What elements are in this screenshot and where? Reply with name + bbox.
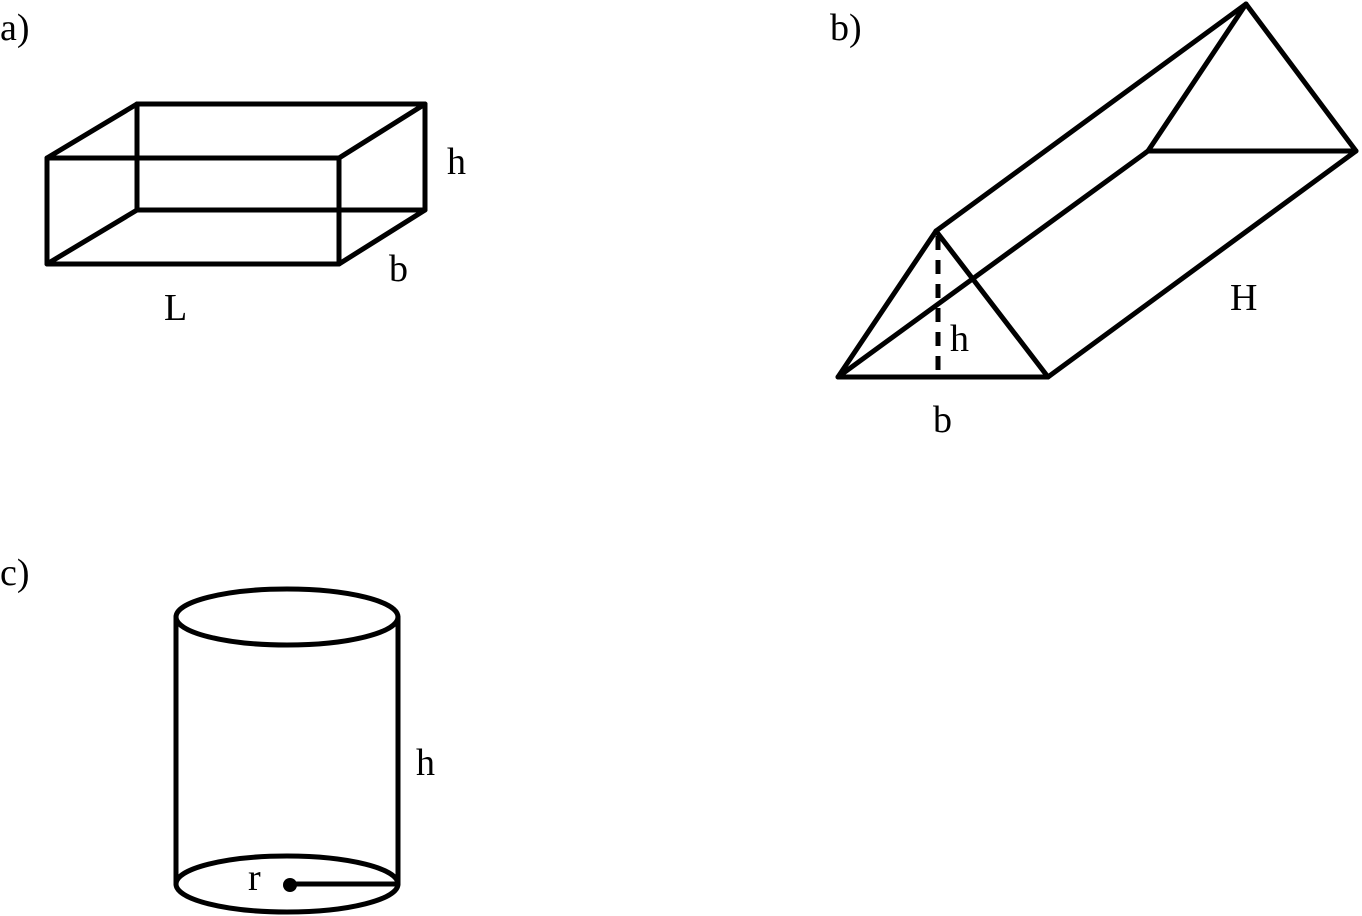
cylinder-center-dot: [283, 878, 297, 892]
figure-b-label: b): [830, 7, 862, 49]
prism-base-label: b: [933, 399, 952, 441]
box-figure: a) h b L: [0, 7, 466, 329]
box-edge-bottom-left: [44, 207, 140, 267]
box-width-label: b: [389, 248, 408, 290]
cylinder-top: [173, 586, 401, 648]
figure-a-label: a): [0, 7, 30, 49]
box-edge-bottom-right: [336, 207, 428, 267]
box-edge-top-left: [44, 101, 140, 161]
cylinder-figure: c) r h: [0, 552, 435, 915]
cylinder-height-label: h: [416, 742, 435, 784]
box-back-face: [134, 101, 428, 213]
cylinder-radius-label: r: [248, 857, 261, 899]
box-length-label: L: [164, 287, 187, 329]
prism-front-triangle: [835, 228, 1051, 380]
prism-edge-left: [835, 148, 1151, 380]
box-edge-top-right: [336, 101, 428, 161]
figure-c-label: c): [0, 552, 30, 594]
prism-edge-apex: [933, 1, 1249, 234]
prism-height-label: h: [950, 318, 969, 360]
prism-edge-right: [1045, 148, 1359, 380]
prism-back-triangle: [1145, 1, 1359, 154]
box-height-label: h: [447, 141, 466, 183]
prism-figure: b) h b H: [830, 1, 1359, 441]
prism-length-label: H: [1230, 277, 1257, 319]
